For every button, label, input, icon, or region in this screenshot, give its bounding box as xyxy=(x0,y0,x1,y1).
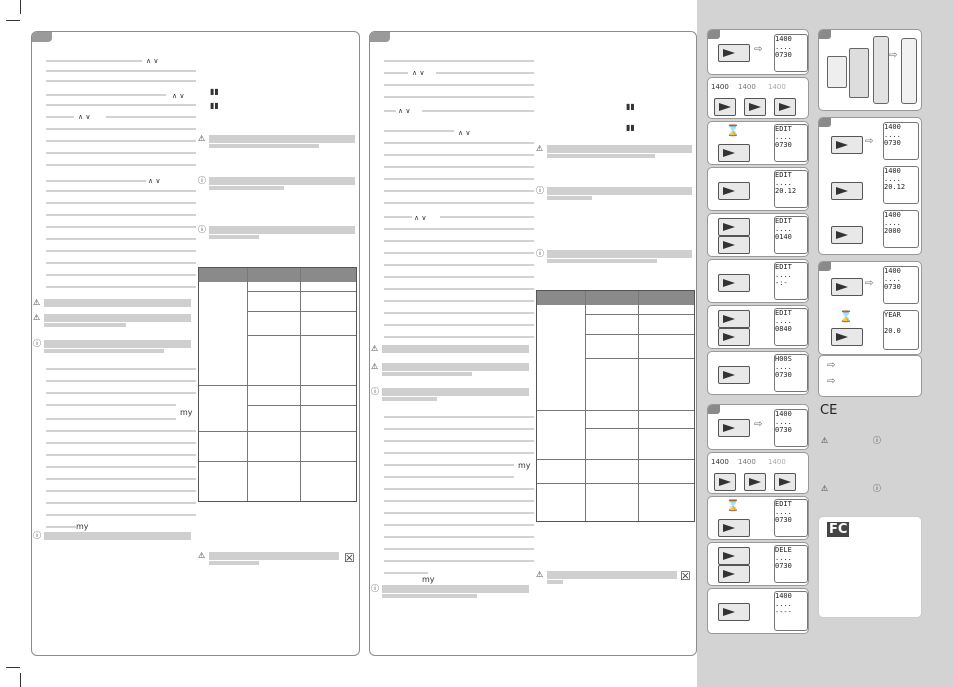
info-icon: ⓘ xyxy=(198,225,206,234)
recycle-bin-icon: ☒ xyxy=(344,551,355,565)
up-down-arrows-icon: ∧ ∨ xyxy=(412,69,425,77)
fcc-logo: FC xyxy=(827,522,850,537)
crop-mark xyxy=(6,667,20,668)
hourglass-icon: ⌛ xyxy=(839,310,853,323)
step-panel: 1400 1400 1400 xyxy=(707,452,809,494)
page-number-badge xyxy=(370,32,390,42)
step-panel: ⇨ 1400....0730 xyxy=(707,404,809,450)
up-down-arrows-icon: ∧ ∨ xyxy=(78,113,91,121)
step-panel: EDIT....0840 xyxy=(707,305,809,349)
info-icon: ⓘ xyxy=(33,339,41,348)
warning-icon: ⚠ xyxy=(536,144,544,153)
step-panel: EDIT....0140 xyxy=(707,213,809,257)
info-icon: ⓘ xyxy=(873,436,881,445)
program-icon: ▮▮ xyxy=(210,101,219,110)
warning-icon: ⚠ xyxy=(198,551,206,560)
warning-icon: ⚠ xyxy=(821,484,829,493)
warning-icon: ⚠ xyxy=(371,344,379,353)
step-panel: EDIT....-:- xyxy=(707,259,809,303)
warning-icon: ⚠ xyxy=(371,362,379,371)
warning-icon: ⚠ xyxy=(33,298,41,307)
fcc-panel: FC xyxy=(818,516,922,618)
info-icon: ⓘ xyxy=(536,186,544,195)
hourglass-icon: ⌛ xyxy=(726,499,740,512)
hourglass-icon: ⌛ xyxy=(726,124,740,137)
battery-illustration-panel: ⇨ xyxy=(818,29,922,111)
info-icon: ⓘ xyxy=(198,176,206,185)
step-panel: H00S....0730 xyxy=(707,351,809,395)
step-panel: ⌛ EDIT....0730 xyxy=(707,121,809,165)
arrows-legend-panel: ⇨ ⇨ xyxy=(818,355,922,397)
info-icon: ⓘ xyxy=(371,387,379,396)
crop-mark xyxy=(20,673,21,687)
info-icon: ⓘ xyxy=(371,584,379,593)
up-down-arrows-icon: ∧ ∨ xyxy=(398,107,411,115)
step-panel: ⇨ 1400....0730 xyxy=(707,29,809,75)
crop-mark xyxy=(20,0,21,14)
info-icon: ⓘ xyxy=(873,484,881,493)
step-panel: ⇨ 1400....0730 1400....20.12 1400....200… xyxy=(818,117,922,255)
warning-icon: ⚠ xyxy=(821,436,829,445)
step-panel: 1400....---- xyxy=(707,588,809,634)
my-button-icon: my xyxy=(422,575,435,584)
page-number-badge xyxy=(32,32,52,42)
right-page: ∧ ∨ ∧ ∨ ∧ ∨ ∧ ∨ ⚠ ⚠ ⓘ my my ⓘ ▮▮ ▮▮ xyxy=(369,31,697,656)
recycle-bin-icon: ☒ xyxy=(680,569,691,583)
crop-mark xyxy=(6,20,20,21)
step-panel: DELE....0730 xyxy=(707,542,809,586)
program-icon: ▮▮ xyxy=(210,87,219,96)
up-down-arrows-icon: ∧ ∨ xyxy=(172,92,185,100)
ce-mark: CE xyxy=(820,403,838,418)
my-button-icon: my xyxy=(518,461,531,470)
left-page: ∧ ∨ ∧ ∨ ∧ ∨ ∧ ∨ ⚠ ⚠ ⓘ my my ⓘ ▮▮ ▮▮ ⚠ ⓘ xyxy=(31,31,360,656)
warning-icon: ⚠ xyxy=(536,570,544,579)
info-icon: ⓘ xyxy=(33,531,41,540)
step-panel: EDIT....20.12 xyxy=(707,167,809,211)
up-down-arrows-icon: ∧ ∨ xyxy=(146,57,159,65)
my-button-icon: my xyxy=(76,522,89,531)
info-icon: ⓘ xyxy=(536,249,544,258)
illustration-sidebar: ⇨ 1400....0730 1400 1400 1400 ⌛ EDIT....… xyxy=(697,0,954,687)
step-panel: ⌛ EDIT....0730 xyxy=(707,496,809,540)
settings-table xyxy=(198,267,357,502)
program-icon: ▮▮ xyxy=(626,123,635,132)
my-button-icon: my xyxy=(180,408,193,417)
up-down-arrows-icon: ∧ ∨ xyxy=(458,129,471,137)
program-icon: ▮▮ xyxy=(626,102,635,111)
up-down-arrows-icon: ∧ ∨ xyxy=(414,214,427,222)
settings-table xyxy=(536,290,695,522)
warning-icon: ⚠ xyxy=(198,134,206,143)
step-panel: 1400 1400 1400 xyxy=(707,77,809,119)
warning-icon: ⚠ xyxy=(33,313,41,322)
up-down-arrows-icon: ∧ ∨ xyxy=(148,177,161,185)
